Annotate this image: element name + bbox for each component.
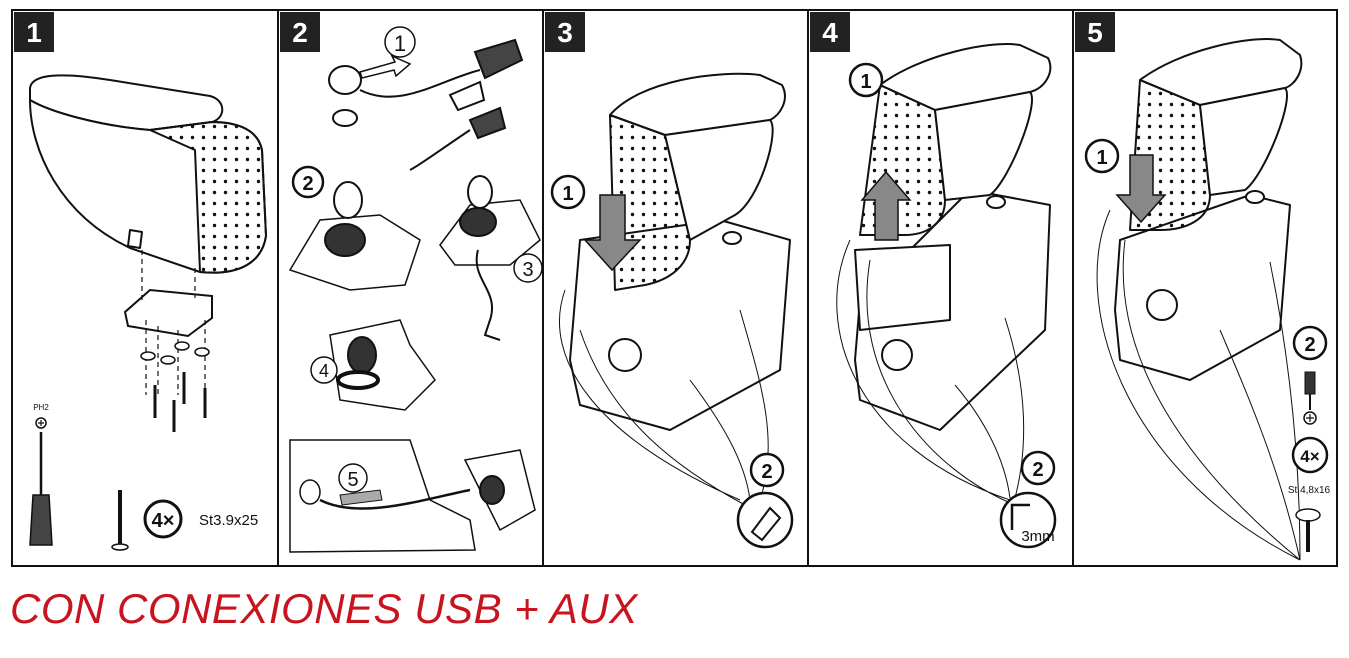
callout-circle — [310, 356, 338, 384]
step-badge — [1075, 12, 1115, 52]
mounting-bracket — [123, 288, 213, 338]
callout-circle — [848, 62, 884, 98]
callout-label: 4 — [319, 361, 329, 381]
step-number: 2 — [292, 17, 308, 48]
armrest-illustration — [1114, 38, 1303, 381]
panel-3: 3 1 2 — [545, 12, 794, 549]
panel-5: 5 1 2 4× St 4,8x16 — [1075, 12, 1331, 561]
direction-arrow — [339, 489, 383, 506]
step-badge — [545, 12, 585, 52]
step-number: 4 — [822, 17, 838, 48]
screws — [153, 372, 207, 432]
callout-label: 1 — [562, 183, 573, 205]
screw-spec: St3.9x25 — [199, 512, 258, 529]
console-interior — [289, 439, 476, 553]
callout-circle — [1084, 138, 1120, 174]
socket-part — [347, 336, 377, 374]
tool-label: PH2 — [33, 403, 49, 412]
step-number: 5 — [1087, 17, 1103, 48]
step-badge — [14, 12, 54, 52]
drill-bit-icon — [999, 491, 1057, 549]
console-panel — [329, 319, 436, 411]
callout-label: 2 — [1304, 334, 1315, 356]
screwdriver-icon — [29, 417, 53, 546]
screw-icon — [111, 490, 129, 551]
quantity-label: 4× — [1300, 447, 1319, 466]
cable — [359, 69, 481, 171]
screw-icon — [1295, 508, 1321, 552]
callout-circle — [749, 452, 785, 488]
washers — [140, 341, 210, 365]
socket-parts — [324, 175, 497, 257]
leader-lines — [558, 289, 769, 506]
callout-circle — [291, 165, 325, 199]
step-badge — [280, 12, 320, 52]
retaining-ring — [336, 370, 380, 390]
trim-tool-glyph — [750, 506, 782, 542]
step-badge — [810, 12, 850, 52]
armrest-illustration — [29, 74, 267, 274]
cable — [475, 249, 501, 341]
callout-label: 1 — [394, 31, 406, 56]
socket-part — [479, 475, 505, 505]
callout-circle — [550, 174, 586, 210]
screw-spec: St 4,8x16 — [1288, 485, 1331, 496]
drill-bit-glyph — [1010, 503, 1030, 530]
callout-circle — [1020, 450, 1056, 486]
quantity-circle — [1291, 436, 1329, 474]
step-number: 1 — [26, 17, 42, 48]
trim-tool-icon — [736, 491, 794, 549]
callout-label: 3 — [522, 259, 533, 281]
callout-label: 1 — [1096, 147, 1107, 169]
direction-arrow — [583, 194, 642, 272]
leader-lines — [836, 239, 1025, 506]
callout-label: 2 — [1032, 459, 1043, 481]
callout-label: 5 — [347, 469, 358, 491]
diagram-frame — [11, 9, 1338, 567]
step-number: 3 — [557, 17, 573, 48]
callout-circle — [384, 26, 416, 58]
callout-circle — [1292, 325, 1328, 361]
drill-size-label: 3mm — [1021, 528, 1054, 545]
callout-label: 2 — [302, 173, 313, 195]
product-caption: CON CONEXIONES USB + AUX — [10, 585, 638, 632]
socket-parts — [328, 38, 524, 140]
armrest-illustration — [854, 43, 1052, 431]
direction-arrow — [1115, 154, 1167, 224]
panel-1: 1 — [14, 12, 267, 551]
direction-arrow — [860, 170, 912, 241]
callout-label: 2 — [761, 461, 772, 483]
screwdriver-icon — [1303, 371, 1317, 425]
callout-circle — [513, 253, 543, 283]
panel-4: 4 1 2 3mm — [810, 12, 1057, 549]
callout-label: 1 — [860, 71, 871, 93]
quantity-label: 4× — [152, 510, 175, 532]
callout-circle — [338, 463, 368, 493]
quantity-circle — [143, 499, 183, 539]
panel-2: 2 1 2 3 4 — [280, 12, 543, 553]
cable — [319, 488, 471, 510]
leader-lines — [1096, 209, 1301, 561]
armrest-illustration — [569, 72, 791, 431]
direction-arrow — [359, 54, 412, 79]
socket-part — [299, 479, 321, 505]
